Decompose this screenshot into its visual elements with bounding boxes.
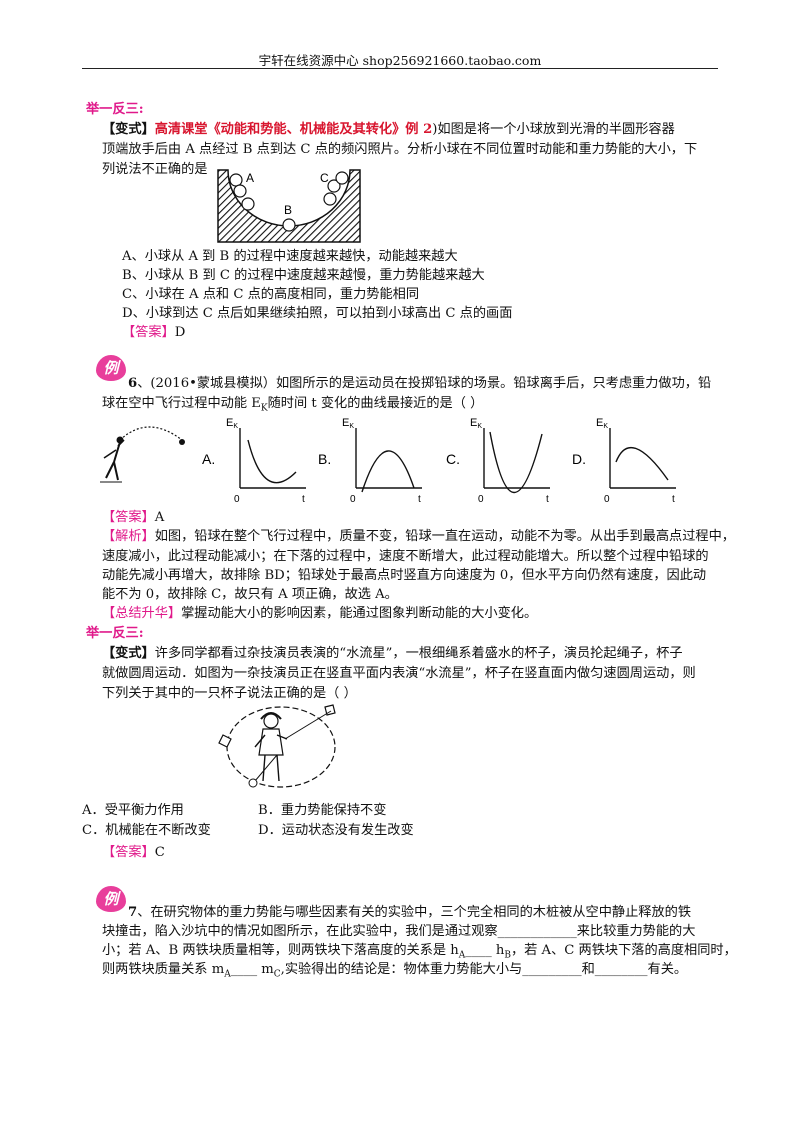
q6-text-2b: 随时间 t 变化的曲线最接近的是（ ） xyxy=(267,396,484,411)
option2-a: A．受平衡力作用 xyxy=(82,803,184,818)
q7-line-2: 块撞击，陷入沙坑中的情况如图所示，在此实验中，我们是通过观察__________… xyxy=(102,924,696,939)
t-label: t xyxy=(302,494,305,504)
variant-line-2: 顶端放手后由 A 点经过 B 点到达 C 点的频闪照片。分析小球在不同位置时动能… xyxy=(102,142,698,157)
q7-t3c: ，若 A、C 两铁块下落的高度相同时， xyxy=(510,943,737,958)
answer-3: 【答案】C xyxy=(102,843,165,863)
q7-line-1: 7、在研究物体的重力势能与哪些因素有关的实验中，三个完全相同的木桩被从空中静止释… xyxy=(128,903,691,923)
option2-b: B．重力势能保持不变 xyxy=(258,803,387,818)
q6-text: 、(2016•蒙城县模拟）如图所示的是运动员在投掷铅球的场景。铅球离手后，只考虑… xyxy=(137,376,712,391)
ek-chart-d: D. EK 0 t xyxy=(572,417,676,504)
q7-sub-ma: A xyxy=(224,969,231,980)
t-label: t xyxy=(546,494,549,504)
example-badge-2: 例 xyxy=(96,886,126,912)
analysis-line-3: 动能先减小再增大，故排除 BD；铅球处于最高点时竖直方向速度为 0，但水平方向仍… xyxy=(102,568,707,583)
option-label: B. xyxy=(318,451,331,467)
answer-label-3: 【答案】 xyxy=(102,845,155,860)
option-b: B、小球从 B 到 C 的过程中速度越来越慢，重力势能越来越大 xyxy=(122,268,485,283)
ek-chart-b: B. EK 0 t xyxy=(318,417,422,504)
q7-line-3: 小；若 A、B 两铁块质量相等，则两铁块下落高度的关系是 hA____ hB，若… xyxy=(102,941,737,966)
analysis-text: 如图，铅球在整个飞行过程中，质量不变，铅球一直在运动，动能不为零。从出手到最高点… xyxy=(154,529,735,544)
variant-line-3: 列说法不正确的是 xyxy=(102,162,208,177)
variant2-bracket: 【变式】 xyxy=(102,646,155,661)
analysis-line-4: 能不为 0，故排除 C，故只有 A 项正确，故选 A。 xyxy=(102,587,398,602)
option-label: C. xyxy=(446,451,460,467)
example-badge: 例 xyxy=(96,355,126,381)
variant2-line-1: 【变式】许多同学都看过杂技演员表演的“水流星”，一根细绳系着盛水的杯子，演员抡起… xyxy=(102,644,683,664)
analysis-label: 【解析】 xyxy=(102,529,155,544)
q6-line-2: 球在空中飞行过程中动能 EK随时间 t 变化的曲线最接近的是（ ） xyxy=(102,394,483,419)
option2-d: D．运动状态没有发生改变 xyxy=(258,823,414,838)
ek-curve xyxy=(489,431,543,494)
t-label: t xyxy=(418,494,421,504)
t-label: t xyxy=(672,494,675,504)
analysis-line-2: 速度减小，此过程动能减小；在下落的过程中，速度不断增大，此过程动能增大。所以整个… xyxy=(102,549,709,564)
page-header: 宇轩在线资源中心 shop256921660.taobao.com xyxy=(258,53,542,68)
ek-curve xyxy=(247,439,297,484)
q6-text-2a: 球在空中飞行过程中动能 E xyxy=(102,396,261,411)
option-label: D. xyxy=(572,451,586,467)
label-b: B xyxy=(284,203,292,217)
summary-label: 【总结升华】 xyxy=(102,606,182,621)
variant2-text: 许多同学都看过杂技演员表演的“水流星”，一根细绳系着盛水的杯子，演员抡起绳子，杯… xyxy=(154,646,683,661)
y-axis-label: EK xyxy=(226,417,238,430)
origin-label: 0 xyxy=(604,494,610,504)
section-heading: 举一反三: xyxy=(86,102,144,117)
q7-t3a: 小；若 A、B 两铁块质量相等，则两铁块下落高度的关系是 h xyxy=(102,943,459,958)
answer-label: 【答案】 xyxy=(122,325,175,340)
variant2-line-3: 下列关于其中的一只杯子说法正确的是（ ） xyxy=(102,686,357,701)
option-c: C、小球在 A 点和 C 点的高度相同，重力势能相同 xyxy=(122,287,420,302)
variant-line-1: 【变式】高清课堂《动能和势能、机械能及其转化》例 2)如图是将一个小球放到光滑的… xyxy=(102,120,675,140)
label-c: C xyxy=(320,171,329,185)
y-axis-label: EK xyxy=(596,417,608,430)
q7-number: 7 xyxy=(128,905,138,920)
q7-line-4: 则两铁块质量关系 mA____ mC,实验得出的结论是：物体重力势能大小与___… xyxy=(102,960,687,985)
q6-number: 6 xyxy=(128,376,138,391)
ek-chart-c: C. EK 0 t xyxy=(446,417,550,504)
q7-text: 、在研究物体的重力势能与哪些因素有关的实验中，三个完全相同的木桩被从空中静止释放… xyxy=(137,905,692,920)
answer-2: 【答案】A xyxy=(102,508,164,528)
option-a: A、小球从 A 到 B 的过程中速度越来越快，动能越来越大 xyxy=(122,249,458,264)
ek-curve xyxy=(615,446,669,481)
bowl-figure: A B C xyxy=(217,169,361,243)
option2-c: C．机械能在不断改变 xyxy=(82,823,211,838)
summary-line: 【总结升华】掌握动能大小的影响因素，能通过图象判断动能的大小变化。 xyxy=(102,604,537,624)
analysis-line-1: 【解析】如图，铅球在整个飞行过程中，质量不变，铅球一直在运动，动能不为零。从出手… xyxy=(102,527,735,547)
variant2-line-2: 就做圆周运动．如图为一杂技演员正在竖直平面内表演“水流星”，杯子在竖直面内做匀速… xyxy=(102,666,696,681)
q7-t3b: ____ h xyxy=(465,943,505,958)
origin-label: 0 xyxy=(350,494,356,504)
answer-1: 【答案】D xyxy=(122,323,185,343)
answer-value: D xyxy=(174,325,186,340)
q7-t4c: ,实验得出的结论是：物体重力势能大小与_________和________有关。 xyxy=(280,962,688,977)
answer-value-2: A xyxy=(154,510,165,525)
origin-label: 0 xyxy=(478,494,484,504)
option-d: D、小球到达 C 点后如果继续拍照，可以拍到小球高出 C 点的画面 xyxy=(122,306,513,321)
q7-t4a: 则两铁块质量关系 m xyxy=(102,962,225,977)
y-axis-label: EK xyxy=(470,417,482,430)
label-a: A xyxy=(246,171,254,185)
summary-text: 掌握动能大小的影响因素，能通过图象判断动能的大小变化。 xyxy=(181,606,538,621)
q7-sub-ha: A xyxy=(458,950,466,961)
ek-curve xyxy=(361,450,415,493)
variant-text: )如图是将一个小球放到光滑的半圆形容器 xyxy=(432,122,675,137)
section-heading-2: 举一反三: xyxy=(86,626,144,641)
q6-sub: K xyxy=(260,403,268,414)
q7-sub-mc: C xyxy=(273,969,281,980)
origin-label: 0 xyxy=(234,494,240,504)
header-rule xyxy=(82,68,718,69)
q6-line-1: 6、(2016•蒙城县模拟）如图所示的是运动员在投掷铅球的场景。铅球离手后，只考… xyxy=(128,374,711,394)
answer-value-3: C xyxy=(154,845,165,860)
q7-t4b: ____ m xyxy=(230,962,274,977)
water-meteor-figure xyxy=(218,704,336,788)
variant-source: 高清课堂《动能和势能、机械能及其转化》例 2 xyxy=(154,122,433,137)
variant-bracket: 【变式】 xyxy=(102,122,155,137)
option-label: A. xyxy=(202,451,215,467)
y-axis-label: EK xyxy=(342,417,354,430)
ek-chart-a: A. EK 0 t xyxy=(202,417,306,504)
q7-sub-hb: B xyxy=(504,950,511,961)
answer-label-2: 【答案】 xyxy=(102,510,155,525)
shot-put-figure xyxy=(100,426,185,483)
